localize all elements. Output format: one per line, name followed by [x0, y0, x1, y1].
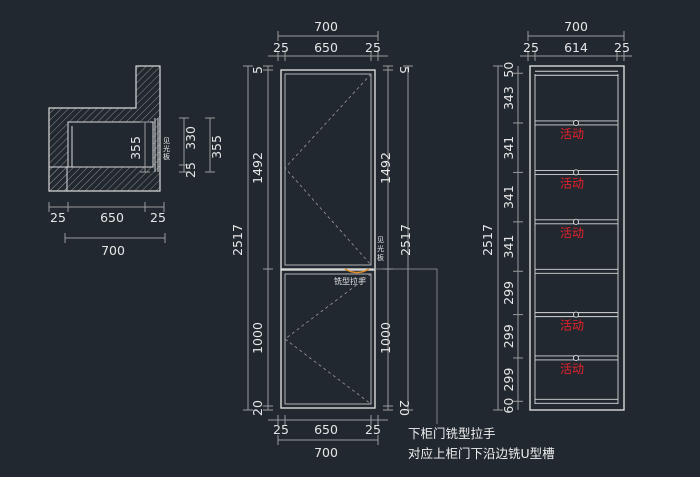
door-left-bottom: 20 — [250, 400, 265, 416]
adjustable-shelf-label: 活动 — [560, 319, 584, 333]
door-right-dim-lines — [383, 65, 413, 411]
plan-right-dims — [140, 117, 215, 173]
note-line-1: 下柜门铣型拉手 — [408, 426, 496, 441]
segment-dim-label: 50 — [501, 62, 516, 78]
note-line-2: 对应上柜门下沿边铣U型槽 — [408, 446, 555, 461]
segment-dim-label: 299 — [501, 368, 516, 392]
plan-dim-bottom-left: 25 — [50, 210, 66, 225]
door-upper-panel — [280, 69, 376, 270]
segment-dim-label: 299 — [501, 324, 516, 348]
door-upper-inner — [284, 73, 372, 266]
handle-label: 铣型拉手 — [334, 276, 366, 286]
door-left-total: 2517 — [230, 224, 245, 256]
door-side-panel-3: 板 — [377, 253, 384, 262]
door-bottom-total: 700 — [314, 445, 338, 460]
door-side-panel-2: 光 — [377, 244, 384, 253]
shelf-pin-marker — [572, 218, 580, 225]
door-top-right: 25 — [365, 40, 381, 55]
plan-view: 25 650 25 700 355 25 330 355 见 光 板 — [48, 65, 224, 258]
cabinet-top-mid: 614 — [564, 40, 588, 55]
segment-dim-label: 299 — [501, 281, 516, 305]
plan-lower-notch — [48, 166, 68, 192]
plan-dim-left-355: 355 — [128, 136, 143, 160]
cabinet-top-left: 25 — [523, 40, 539, 55]
plan-dim-right-330: 330 — [183, 126, 198, 150]
shelf-pin-marker — [572, 311, 580, 318]
door-swing-lines — [284, 73, 372, 405]
plan-cavity — [67, 121, 154, 168]
plan-dim-right-25: 25 — [183, 162, 198, 178]
door-lower-inner — [284, 273, 372, 405]
handle-leader — [373, 268, 438, 424]
door-left-upper: 1492 — [250, 152, 265, 184]
cabinet-section: 700 25 614 25 2517 50 343 341 341 341 299 299 2… — [480, 19, 632, 414]
plan-dim-total: 700 — [101, 243, 125, 258]
door-bottom-left: 25 — [273, 422, 289, 437]
plan-dim-right-355: 355 — [209, 135, 224, 159]
door-top-dim-lines — [268, 31, 388, 61]
handle-mark — [344, 268, 370, 274]
door-side-panel-1: 见 — [377, 236, 384, 244]
cabinet-top-total: 700 — [564, 19, 588, 34]
segment-dim-label: 341 — [501, 235, 516, 259]
door-elevation: 700 25 650 25 铣型拉手 见 光 板 — [230, 19, 438, 460]
cabinet-top-right: 25 — [614, 40, 630, 55]
adjustable-shelf-label: 活动 — [560, 127, 584, 141]
segment-dim-label: 343 — [501, 86, 516, 110]
cabinet-top-dim-lines — [520, 31, 632, 61]
cabinet-total-height: 2517 — [480, 224, 495, 256]
adjustable-shelf-label: 活动 — [560, 226, 584, 240]
door-right-bottom: 20 — [397, 400, 412, 416]
door-left-dim-lines — [243, 65, 273, 411]
shelf-pin-marker — [572, 119, 580, 127]
plan-panel-label-1: 见 — [163, 137, 170, 145]
segment-dim-label: 60 — [501, 398, 516, 414]
plan-panel-label-3: 板 — [163, 152, 170, 161]
door-lower-panel — [280, 269, 376, 409]
door-top-mid: 650 — [314, 40, 338, 55]
door-left-top: 5 — [250, 66, 265, 74]
door-right-lower: 1000 — [378, 322, 393, 354]
door-right-total: 2517 — [398, 224, 413, 256]
door-bottom-right: 25 — [365, 422, 381, 437]
cabinet-outer — [529, 65, 625, 411]
door-left-lower: 1000 — [250, 322, 265, 354]
shelf-pin-marker — [572, 169, 580, 176]
segment-dim-label: 341 — [501, 185, 516, 209]
adjustable-shelf-label: 活动 — [560, 176, 584, 190]
segment-dim-label: 341 — [501, 136, 516, 160]
door-bottom-mid: 650 — [314, 422, 338, 437]
door-top-left: 25 — [273, 40, 289, 55]
cabinet-segment-dims: 50 343 341 341 341 299 299 299 60 — [501, 62, 523, 414]
plan-dim-bottom-right: 25 — [150, 210, 166, 225]
door-right-top: 5 — [397, 66, 412, 74]
plan-dim-bottom-mid: 650 — [100, 210, 124, 225]
adjustable-shelf-label: 活动 — [560, 362, 584, 376]
plan-bottom-dims — [48, 202, 166, 243]
plan-panel-label-2: 光 — [163, 144, 170, 153]
shelf-pin-marker — [572, 354, 580, 362]
door-top-total: 700 — [314, 19, 338, 34]
door-bottom-dim-lines — [268, 415, 388, 445]
door-right-upper: 1492 — [378, 152, 393, 184]
